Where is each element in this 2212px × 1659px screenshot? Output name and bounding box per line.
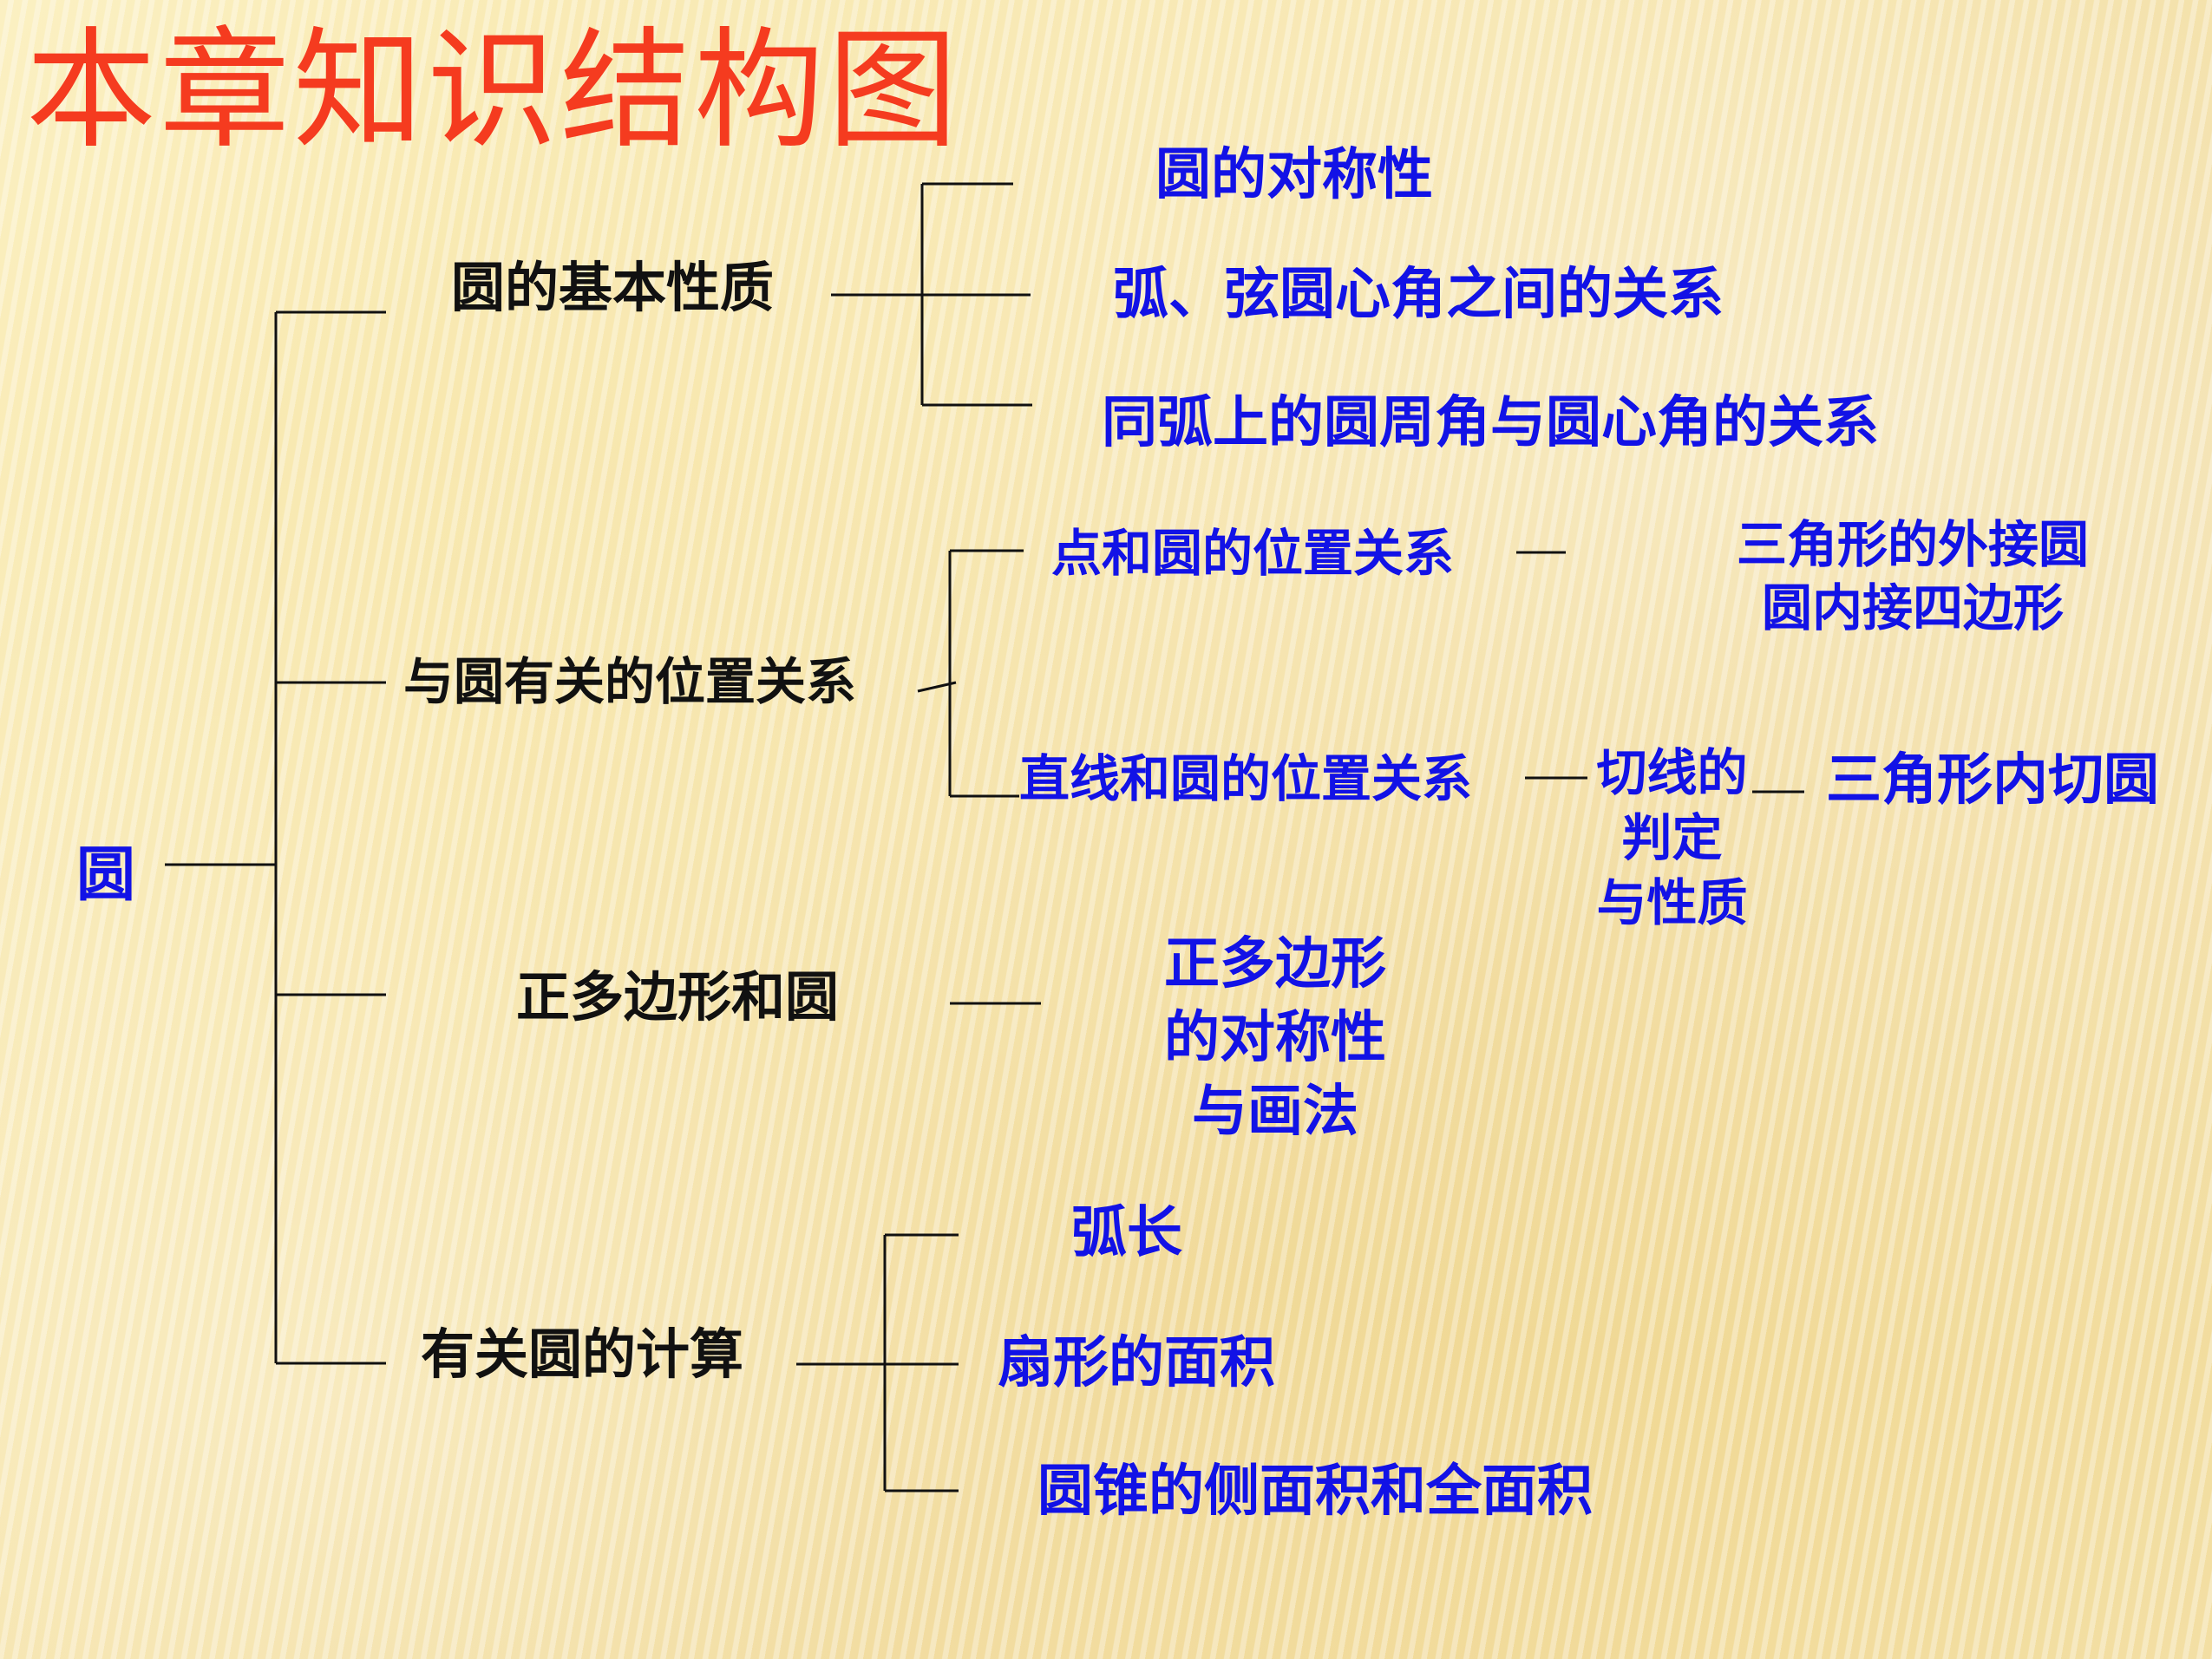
node-tangent-line-3: 与性质 <box>1596 873 1748 932</box>
node-tangent-line-2: 判定 <box>1621 808 1723 867</box>
page-title: 本章知识结构图 <box>26 16 962 167</box>
node-point-circle: 点和圆的位置关系 <box>1051 524 1455 583</box>
leaf-incircle: 三角形内切圆 <box>1826 748 2159 813</box>
leaf-polygon-line-3: 与画法 <box>1192 1080 1358 1144</box>
leaf-polygon-line-1: 正多边形 <box>1164 932 1386 996</box>
leaf-circumcircle: 三角形的外接圆 <box>1736 515 2089 574</box>
root-node: 圆 <box>76 841 136 910</box>
node-circle-calculation: 有关圆的计算 <box>421 1323 744 1386</box>
leaf-cyclic-quadrilateral: 圆内接四边形 <box>1761 578 2064 637</box>
leaf-arc-length: 弧长 <box>1071 1201 1182 1265</box>
node-regular-polygon: 正多边形和圆 <box>516 965 840 1029</box>
leaf-polygon-line-2: 的对称性 <box>1164 1006 1386 1070</box>
node-position-relations: 与圆有关的位置关系 <box>403 652 857 711</box>
leaf-cone-area: 圆锥的侧面积和全面积 <box>1037 1460 1593 1524</box>
node-basic-properties: 圆的基本性质 <box>451 256 775 319</box>
leaf-inscribed-central-angle: 同弧上的圆周角与圆心角的关系 <box>1102 391 1879 455</box>
node-tangent-line-1: 切线的 <box>1596 743 1748 802</box>
leaf-symmetry: 圆的对称性 <box>1155 143 1433 207</box>
leaf-arc-chord-angle: 弧、弦圆心角之间的关系 <box>1113 263 1724 327</box>
node-line-circle: 直线和圆的位置关系 <box>1019 749 1473 808</box>
leaf-sector-area: 扇形的面积 <box>998 1331 1275 1395</box>
